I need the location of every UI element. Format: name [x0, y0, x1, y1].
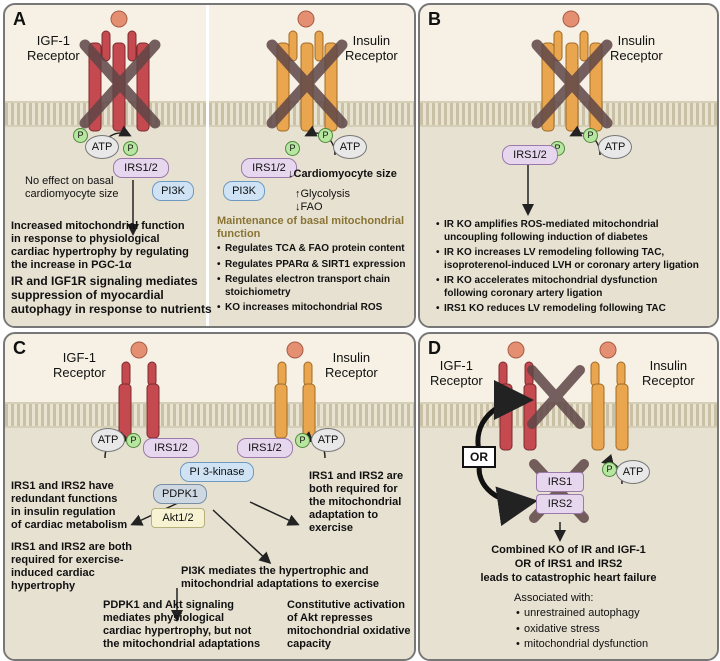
atp-node: ATP [333, 135, 367, 159]
panel-d: D IGF-1 Receptor Insulin Receptor OR IRS… [418, 332, 719, 661]
or-irs-text: OR of IRS1 and IRS2 [514, 558, 623, 570]
list-item: IR KO increases LV remodeling following … [436, 247, 716, 272]
cardiomyocyte-size-text: ↓Cardiomyocyte size [288, 168, 397, 180]
panel-c: C IGF-1 Receptor Insulin Receptor ATP P … [3, 332, 416, 661]
knockout-x [266, 39, 348, 129]
atp-node: ATP [85, 135, 119, 159]
pi3-kinase-node: PI 3-kinase [180, 462, 254, 482]
autophagy-text: IR and IGF1R signaling mediates suppress… [11, 274, 212, 316]
combined-ko-text: Combined KO of IR and IGF-1 [491, 544, 646, 556]
insulin-receptor-label: Insulin Receptor [325, 350, 378, 380]
list-item: Regulates PPARα & SIRT1 expression [217, 259, 409, 272]
glycolysis-text: ↑Glycolysis [295, 188, 351, 200]
irs1-node: IRS1 [536, 472, 584, 492]
insulin-receptor-shape [274, 341, 316, 439]
phospho-marker: P [285, 141, 300, 156]
panel-b-graphics [522, 10, 613, 216]
irs-node: IRS1/2 [502, 145, 558, 165]
list-item: mitochondrial dysfunction [516, 638, 696, 651]
panel-b-bullet-list: IR KO amplifies ROS-mediated mitochondri… [436, 219, 716, 319]
panel-a-graphics [79, 10, 348, 236]
igf1-receptor-shape [498, 341, 537, 451]
list-item: Regulates electron transport chain stoic… [217, 274, 409, 299]
cell-membrane [5, 101, 414, 127]
no-effect-text: No effect on basal cardiomyocyte size [25, 175, 119, 200]
list-item: IRS1 KO reduces LV remodeling following … [436, 303, 716, 316]
insulin-receptor-label: Insulin Receptor [642, 358, 695, 388]
knockout-x [531, 39, 613, 129]
knockout-x [79, 39, 161, 129]
panel-b: B Insulin Receptor P P ATP IRS1/2 IR KO … [418, 3, 719, 328]
list-item: IR KO accelerates mitochondrial dysfunct… [436, 275, 716, 300]
phospho-marker: P [318, 128, 333, 143]
igf1-receptor-label: IGF-1 Receptor [27, 33, 80, 63]
list-item: Regulates TCA & FAO protein content [217, 243, 409, 256]
phospho-marker: P [123, 141, 138, 156]
panel-label: A [13, 9, 26, 29]
cell-membrane [5, 402, 414, 428]
panel-d-bullet-list: unrestrained autophagy oxidative stress … [516, 607, 696, 654]
associated-with-text: Associated with: [514, 592, 594, 604]
fao-text: ↓FAO [295, 201, 323, 213]
panel-a-bullet-list: Regulates TCA & FAO protein content Regu… [217, 243, 409, 318]
or-box: OR [462, 446, 496, 468]
both-required-text: IRS1 and IRS2 are both required for the … [309, 470, 404, 534]
atp-node: ATP [311, 428, 345, 452]
atp-node: ATP [91, 428, 125, 452]
pi3k-node: PI3K [223, 181, 265, 201]
pdpk1-node: PDPK1 [153, 484, 207, 504]
panel-a: A IGF-1 Receptor Insulin Receptor P ATP … [3, 3, 416, 328]
irs2-node: IRS2 [536, 494, 584, 514]
irs-node: IRS1/2 [237, 438, 293, 458]
list-item: oxidative stress [516, 623, 696, 636]
pi3k-mediates-text: PI3K mediates the hypertrophic and mitoc… [181, 565, 380, 590]
phospho-marker: P [295, 433, 310, 448]
heart-failure-text: leads to catastrophic heart failure [480, 572, 657, 584]
atp-node: ATP [598, 135, 632, 159]
igf1-receptor-label: IGF-1 Receptor [53, 350, 106, 380]
phospho-marker: P [73, 128, 88, 143]
phospho-marker: P [602, 462, 617, 477]
mitochondrial-function-text: Increased mitochondrial function in resp… [11, 220, 189, 271]
list-item: KO increases mitochondrial ROS [217, 302, 409, 315]
igf1-receptor-label: IGF-1 Receptor [430, 358, 483, 388]
list-item: IR KO amplifies ROS-mediated mitochondri… [436, 219, 716, 244]
list-item: unrestrained autophagy [516, 607, 696, 620]
pi3k-node: PI3K [152, 181, 194, 201]
igf1-receptor-shape [118, 341, 160, 439]
constitutive-akt-text: Constitutive activation of Akt represses… [287, 599, 411, 650]
phospho-marker: P [583, 128, 598, 143]
exercise-hypertrophy-text: IRS1 and IRS2 are both required for exer… [11, 541, 133, 592]
maintenance-heading: Maintenance of basal mitochondrial funct… [217, 215, 405, 240]
insulin-receptor-label: Insulin Receptor [610, 33, 663, 63]
pdpk1-akt-text: PDPK1 and Akt signaling mediates physiol… [103, 599, 261, 650]
irs-node: IRS1/2 [113, 158, 169, 178]
panel-label: B [428, 9, 441, 29]
irs-node: IRS1/2 [241, 158, 297, 178]
akt-node: Akt1/2 [151, 508, 205, 528]
phospho-marker: P [126, 433, 141, 448]
redundant-functions-text: IRS1 and IRS2 have redundant functions i… [11, 480, 128, 531]
irs-node: IRS1/2 [143, 438, 199, 458]
insulin-receptor-shape [590, 341, 629, 451]
panel-label: C [13, 338, 26, 358]
insulin-receptor-label: Insulin Receptor [345, 33, 398, 63]
knockout-x [527, 365, 585, 429]
atp-node: ATP [616, 460, 650, 484]
panel-label: D [428, 338, 441, 358]
panel-divider [206, 5, 209, 326]
